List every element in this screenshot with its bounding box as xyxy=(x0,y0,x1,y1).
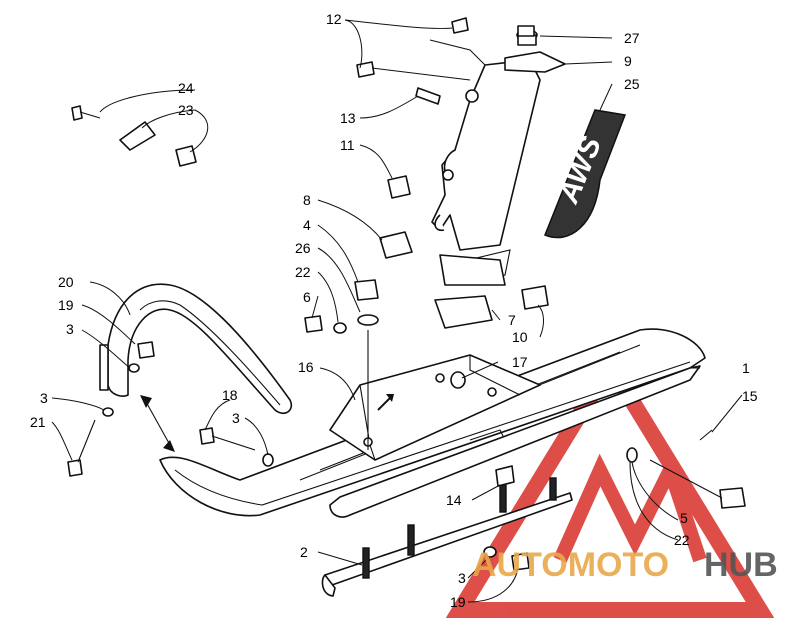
callout-13: 13 xyxy=(340,110,356,126)
washer-3-top xyxy=(128,363,140,373)
callout-3-bumper: 3 xyxy=(66,321,74,337)
bushing-10 xyxy=(521,285,549,310)
callout-4: 4 xyxy=(303,217,311,233)
bolt-24-shaft xyxy=(79,111,101,119)
stud-14 xyxy=(495,465,515,487)
callout-11: 11 xyxy=(340,137,355,153)
bolt-24-head xyxy=(71,105,83,121)
washer-26 xyxy=(357,314,379,326)
callout-19-bottom: 19 xyxy=(450,594,466,610)
callout-19-bumper: 19 xyxy=(58,297,74,313)
callout-25: 25 xyxy=(624,76,640,92)
callout-7: 7 xyxy=(508,312,516,328)
bolt-18-shaft xyxy=(211,435,256,451)
callout-15: 15 xyxy=(742,388,758,404)
callout-24: 24 xyxy=(178,80,194,96)
cotter-pin-15 xyxy=(699,429,713,441)
callout-6: 6 xyxy=(303,289,311,305)
nut-6 xyxy=(304,315,323,333)
bumper-handle-part xyxy=(99,283,293,415)
watermark-logo xyxy=(445,349,775,618)
assembly-arrow xyxy=(144,399,171,446)
callout-10: 10 xyxy=(512,329,528,345)
clip-23 xyxy=(119,121,156,151)
watermark-inner-mark xyxy=(553,451,707,563)
callout-20: 20 xyxy=(58,274,74,290)
bolt-15-shaft xyxy=(649,459,723,499)
nut-23 xyxy=(175,145,197,167)
watermark-text-part1: AUTOMOTO xyxy=(472,546,669,584)
aws-decal-part: AWS xyxy=(544,109,627,239)
spindle-tube-part xyxy=(431,29,566,286)
bushing-12b xyxy=(356,61,375,78)
nut-19-top xyxy=(137,341,155,359)
callout-22-left: 22 xyxy=(295,264,311,280)
callout-17: 17 xyxy=(512,354,528,370)
nut-4 xyxy=(354,279,379,301)
callout-labels: 1 2 3 3 3 3 4 5 6 7 8 9 10 11 12 13 14 1… xyxy=(30,11,758,610)
callout-3-bolt: 3 xyxy=(232,410,240,426)
grease-fitting-13 xyxy=(415,87,441,105)
callout-3-bottom: 3 xyxy=(458,570,466,586)
callout-3-left: 3 xyxy=(40,390,48,406)
callout-14: 14 xyxy=(446,492,462,508)
washer-3-18 xyxy=(262,453,274,467)
washer-3-21 xyxy=(102,407,114,417)
bushing-11 xyxy=(387,175,411,199)
callout-27: 27 xyxy=(624,30,640,46)
bushing-12a xyxy=(451,17,469,34)
callout-16: 16 xyxy=(298,359,314,375)
watermark-text: AUTOMOTO HUB xyxy=(472,546,778,584)
callout-23: 23 xyxy=(178,102,194,118)
bolt-18-head xyxy=(199,427,215,445)
nut-19-bottom xyxy=(511,552,530,571)
bushing-8 xyxy=(379,231,413,259)
ski-saddle-part xyxy=(329,354,541,461)
washer-17 xyxy=(450,371,466,389)
callout-21: 21 xyxy=(30,414,46,430)
callout-2: 2 xyxy=(300,544,308,560)
cap-27 xyxy=(517,25,535,37)
callout-18: 18 xyxy=(222,387,238,403)
callout-5: 5 xyxy=(680,510,688,526)
callout-26: 26 xyxy=(295,240,311,256)
bolt-21-head xyxy=(67,459,83,477)
leader-lines xyxy=(51,19,743,603)
watermark-triangle xyxy=(445,349,775,618)
callout-22-right: 22 xyxy=(674,532,690,548)
fasteners xyxy=(67,17,746,571)
watermark-text-part2: HUB xyxy=(704,546,778,584)
callout-12: 12 xyxy=(326,11,342,27)
washer-22b xyxy=(626,447,638,463)
block-7 xyxy=(434,295,493,329)
callout-1: 1 xyxy=(742,360,750,376)
bolt-21-shaft xyxy=(77,419,96,463)
callout-9: 9 xyxy=(624,53,632,69)
bolt-15-head xyxy=(719,487,746,509)
washer-3-bottom xyxy=(483,546,497,558)
wear-bar-part xyxy=(321,477,573,597)
washer-22a xyxy=(333,322,347,334)
callout-8: 8 xyxy=(303,192,311,208)
